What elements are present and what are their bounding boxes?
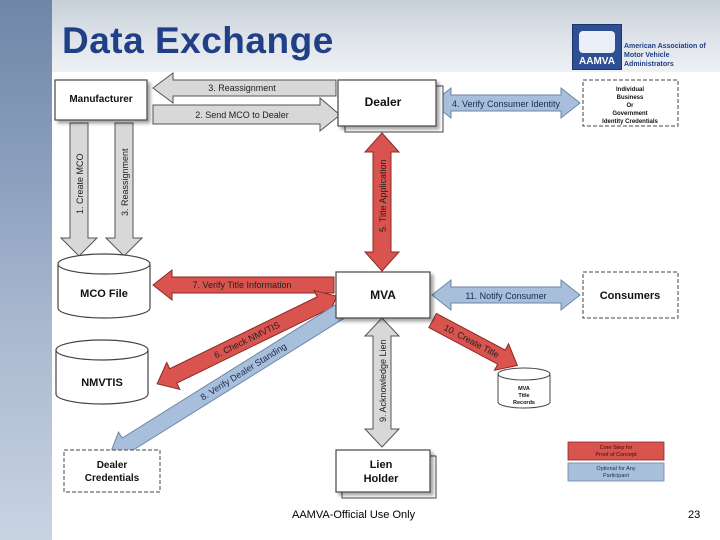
title-records-line-2: Title	[518, 393, 529, 399]
manufacturer-label: Manufacturer	[69, 94, 132, 105]
arrow-step-1-create-mco: 1. Create MCO	[59, 122, 99, 257]
node-manufacturer: Manufacturer	[54, 79, 148, 121]
step-7-label: 7. Verify Title Information	[192, 280, 291, 290]
slide-footer: AAMVA-Official Use Only 23	[0, 509, 720, 523]
step-4-label: 4. Verify Consumer Identity	[452, 99, 561, 109]
logo-line-1: American Association of	[624, 43, 706, 50]
legend-core-step: Core Step for Proof of Concept	[567, 441, 665, 461]
legend-optional-line-2: Participant	[603, 473, 629, 479]
page-number: 23	[688, 509, 701, 521]
step-10-label: 10. Create Title	[442, 322, 501, 359]
identity-line-4: Government	[612, 111, 647, 117]
node-lien-holder: Lien Holder	[335, 449, 437, 499]
lien-holder-line-2: Holder	[364, 473, 400, 485]
node-dealer-credentials: Dealer Credentials	[63, 449, 161, 493]
slide-title: Data Exchange	[62, 20, 334, 61]
logo-abbr: AAMVA	[579, 56, 615, 67]
node-dealer: Dealer	[337, 79, 444, 133]
identity-line-3: Or	[626, 103, 634, 109]
node-identity-credentials: Individual Business Or Government Identi…	[582, 79, 679, 127]
mco-file-label: MCO File	[80, 288, 128, 300]
dealer-credentials-line-2: Credentials	[85, 473, 140, 484]
legend-core-line-2: Proof of Concept	[595, 452, 637, 458]
arrow-step-10-create-title: 10. Create Title	[428, 312, 519, 372]
arrow-step-5-title-application: 5. Title Application	[363, 132, 401, 272]
node-mva: MVA	[335, 271, 431, 319]
node-mva-title-records: MVA Title Records	[497, 367, 551, 409]
identity-line-2: Business	[617, 95, 644, 101]
legend-core-line-1: Core Step for	[600, 445, 633, 451]
logo-line-2: Motor Vehicle Administrators	[624, 52, 674, 68]
legend-optional-step: Optional for Any Participant	[567, 462, 665, 482]
dealer-credentials-line-1: Dealer	[97, 460, 128, 471]
step-1-label: 1. Create MCO	[75, 153, 85, 214]
logo-mark: AAMVA	[572, 24, 622, 70]
step-3-label-side: 3. Reassignment	[120, 148, 130, 216]
title-records-line-1: MVA	[518, 386, 530, 392]
step-9-label: 9. Acknowledge Lien	[378, 339, 388, 422]
step-3-label-top: 3. Reassignment	[208, 83, 276, 93]
logo-text: American Association of Motor Vehicle Ad…	[624, 42, 716, 69]
lien-holder-line-1: Lien	[370, 459, 393, 471]
legend-optional-line-1: Optional for Any	[596, 466, 635, 472]
arrow-step-2-send-mco: 2. Send MCO to Dealer	[152, 96, 341, 133]
mva-label: MVA	[370, 288, 396, 302]
arrow-step-3-reassignment-top: 3. Reassignment	[152, 72, 337, 104]
node-nmvtis: NMVTIS	[55, 339, 149, 405]
aamva-logo: AAMVA American Association of Motor Vehi…	[572, 24, 717, 70]
node-consumers: Consumers	[582, 271, 679, 319]
arrow-step-6-check-nmvtis: 6. Check NMVTIS	[156, 289, 338, 391]
nmvtis-label: NMVTIS	[81, 377, 123, 389]
arrow-step-3-reassignment-side: 3. Reassignment	[104, 122, 144, 257]
arrow-step-9-acknowledge-lien: 9. Acknowledge Lien	[363, 317, 401, 448]
arrow-step-7-verify-title: 7. Verify Title Information	[152, 268, 335, 302]
title-records-line-3: Records	[513, 400, 535, 406]
left-decor-band	[0, 0, 52, 540]
node-mco-file: MCO File	[57, 253, 151, 319]
dealer-label: Dealer	[365, 95, 402, 109]
step-5-label: 5. Title Application	[378, 159, 388, 232]
consumers-label: Consumers	[600, 290, 661, 302]
arrow-step-4-verify-consumer-identity: 4. Verify Consumer Identity	[431, 86, 581, 120]
step-11-label: 11. Notify Consumer	[465, 291, 546, 301]
identity-line-1: Individual	[616, 87, 644, 93]
arrow-step-11-notify-consumer: 11. Notify Consumer	[431, 278, 581, 312]
step-2-label: 2. Send MCO to Dealer	[195, 110, 289, 120]
footer-classification: AAMVA-Official Use Only	[292, 509, 416, 521]
road-icon	[579, 31, 615, 53]
identity-line-5: Identity Credentials	[602, 119, 658, 125]
